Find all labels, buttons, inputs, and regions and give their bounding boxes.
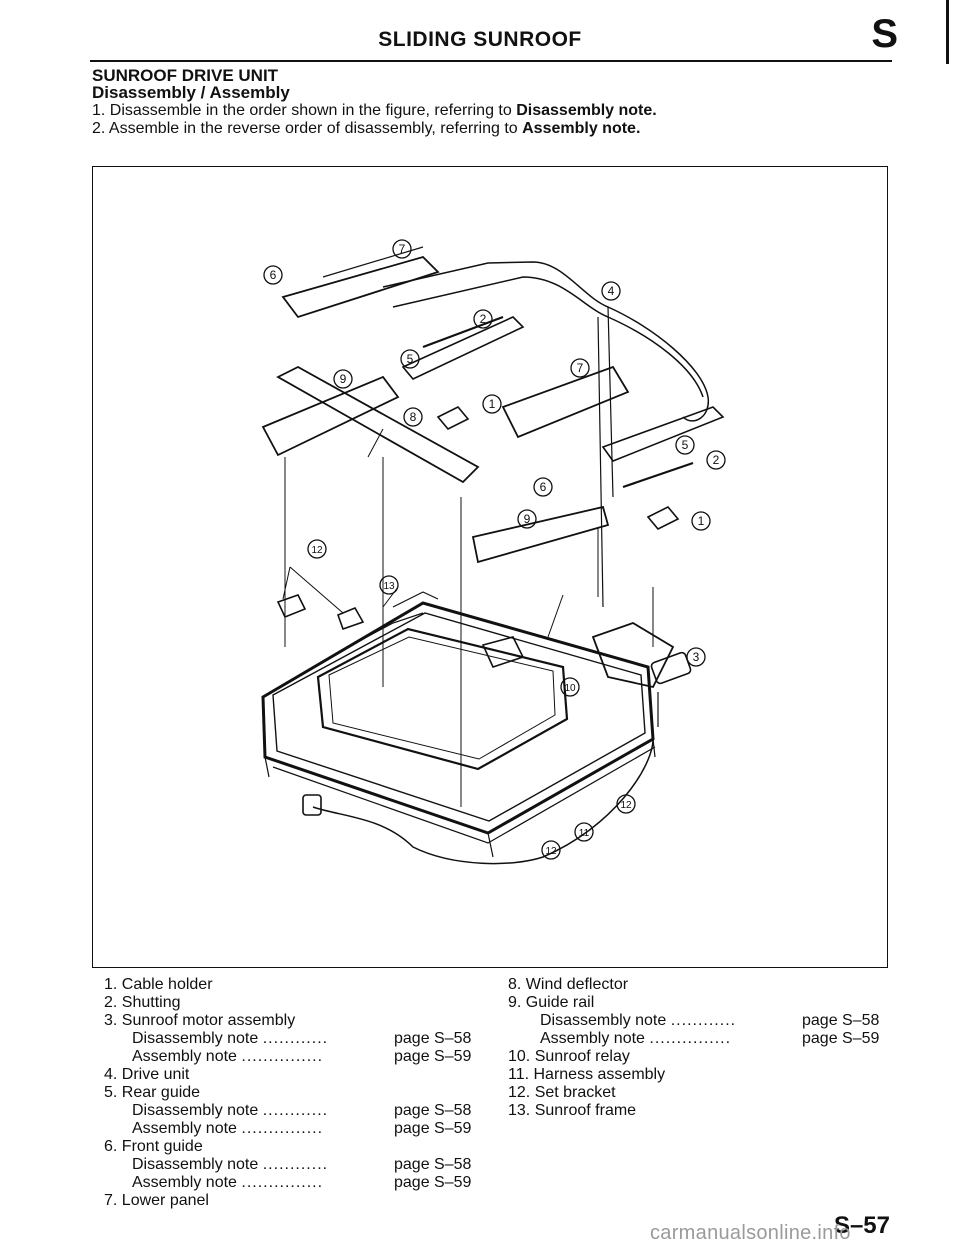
part-4: 4. Drive unit [104,1066,190,1083]
cable-holder-drawing [436,406,680,530]
callout-8 [403,407,423,427]
callout-5-top-label: 5 [407,352,414,366]
callout-12-right-label: 12 [620,800,632,811]
part-10: 10. Sunroof relay [508,1048,630,1065]
callout-5-right [675,435,695,455]
part-2: 2. Shutting [104,994,181,1011]
front-guide-left-drawing [281,255,440,319]
part-3-assembly-note: Assembly note ............... page S–59 [132,1048,472,1065]
motor-drawing [591,622,692,727]
part-1: 1. Cable holder [104,976,213,993]
part-9: 9. Guide rail [508,994,595,1011]
guide-rail-center-drawing [471,505,610,564]
callout-4-label: 4 [608,284,615,298]
front-guide-right-drawing [501,365,630,439]
callout-7-right-label: 7 [577,361,584,375]
part-7: 7. Lower panel [104,1192,209,1209]
instruction-2-text: 2. Assemble in the reverse order of disa… [92,120,523,137]
instruction-1-emphasis: Disassembly note. [516,102,657,119]
callout-9-top [333,369,353,389]
part-6: 6. Front guide [104,1138,203,1155]
callout-1-top-label: 1 [489,397,496,411]
callout-9-top-label: 9 [340,372,347,386]
callout-9-center [517,509,537,529]
part-11: 11. Harness assembly [508,1066,666,1083]
part-3: 3. Sunroof motor assembly [104,1012,296,1029]
callout-6-right-label: 6 [540,480,547,494]
callout-2-top-label: 2 [480,312,487,326]
callout-13 [379,575,399,595]
part-5: 5. Rear guide [104,1084,201,1101]
shutting-drawing [422,315,694,489]
margin-bar [946,0,949,64]
callout-10 [560,677,580,697]
page-header-title: SLIDING SUNROOF [378,28,582,51]
callout-1-right-label: 1 [698,514,705,528]
instruction-1: 1. Disassemble in the order shown in the… [92,102,657,120]
callout-3-label: 3 [693,650,700,664]
part-3-disassembly-note: Disassembly note ............ page S–58 [132,1030,472,1047]
callout-1-top [482,394,502,414]
harness-drawing [312,738,654,865]
part-9-assembly-note: Assembly note ............... page S–59 [540,1030,880,1047]
callout-group [263,239,726,860]
part-12: 12. Set bracket [508,1084,616,1101]
exploded-diagram-frame: 7 6 4 2 5 9 7 1 8 5 2 6 9 1 12 13 3 10 1… [92,166,888,968]
relay-drawing [481,636,525,668]
parts-legend-right: 8. Wind deflector 9. Guide rail Disassem… [508,976,898,1136]
part-6-disassembly-note: Disassembly note ............ page S–58 [132,1156,472,1173]
callout-12-right [616,794,636,814]
callout-5-top [400,349,420,369]
callout-2-top [473,309,493,329]
page-number: S–57 [833,1212,890,1239]
callout-9-center-label: 9 [524,512,531,526]
watermark: carmanualsonline.info [650,1222,851,1244]
section-subtitle: Disassembly / Assembly [92,83,290,102]
part-8: 8. Wind deflector [508,976,629,993]
set-bracket-drawing [276,594,365,631]
callout-1-right [691,511,711,531]
rear-guide-left-drawing [401,316,525,380]
part-6-assembly-note: Assembly note ............... page S–59 [132,1174,472,1191]
section-title: SUNROOF DRIVE UNIT [92,66,279,85]
callout-4 [601,281,621,301]
part-9-disassembly-note: Disassembly note ............ page S–58 [540,1012,880,1029]
callout-10-label: 10 [564,683,576,694]
callout-7-top [392,239,412,259]
callout-12-bottom-label: 12 [545,846,557,857]
drive-cable-drawing [382,261,709,608]
callout-8-label: 8 [410,410,417,424]
sunroof-exploded-diagram: 7 6 4 2 5 9 7 1 8 5 2 6 9 1 12 13 3 10 1… [261,239,726,865]
callout-2-right-label: 2 [713,453,720,467]
part-13: 13. Sunroof frame [508,1102,637,1119]
callout-6-top-label: 6 [270,268,277,282]
section-letter: S [871,12,898,56]
callout-2-right [706,450,726,470]
instruction-2: 2. Assemble in the reverse order of disa… [92,120,640,138]
callout-12-left-label: 12 [311,545,323,556]
callout-3 [686,647,706,667]
callout-12-bottom [541,840,561,860]
wind-deflector-drawing [276,365,480,484]
callout-6-top [263,265,283,285]
callout-6-right [533,477,553,497]
callout-11 [574,822,594,842]
instruction-1-text: 1. Disassemble in the order shown in the… [92,102,517,119]
callout-13-label: 13 [383,581,395,592]
callout-11-label: 11 [579,828,590,839]
connector-drawing [302,794,322,816]
part-5-assembly-note: Assembly note ............... page S–59 [132,1120,472,1137]
guide-rail-left-drawing [261,375,400,457]
sunroof-frame-drawing [261,591,656,858]
callout-7-right [570,358,590,378]
leader-lines [282,428,654,807]
callout-7-top-label: 7 [399,242,406,256]
rear-guide-right-drawing [601,406,725,462]
parts-legend-left: 1. Cable holder 2. Shutting 3. Sunroof m… [104,976,484,1209]
part-5-disassembly-note: Disassembly note ............ page S–58 [132,1102,472,1119]
header-rule [90,60,892,62]
instruction-2-emphasis: Assembly note. [522,120,641,137]
callout-5-right-label: 5 [682,438,689,452]
callout-12-left [307,539,327,559]
